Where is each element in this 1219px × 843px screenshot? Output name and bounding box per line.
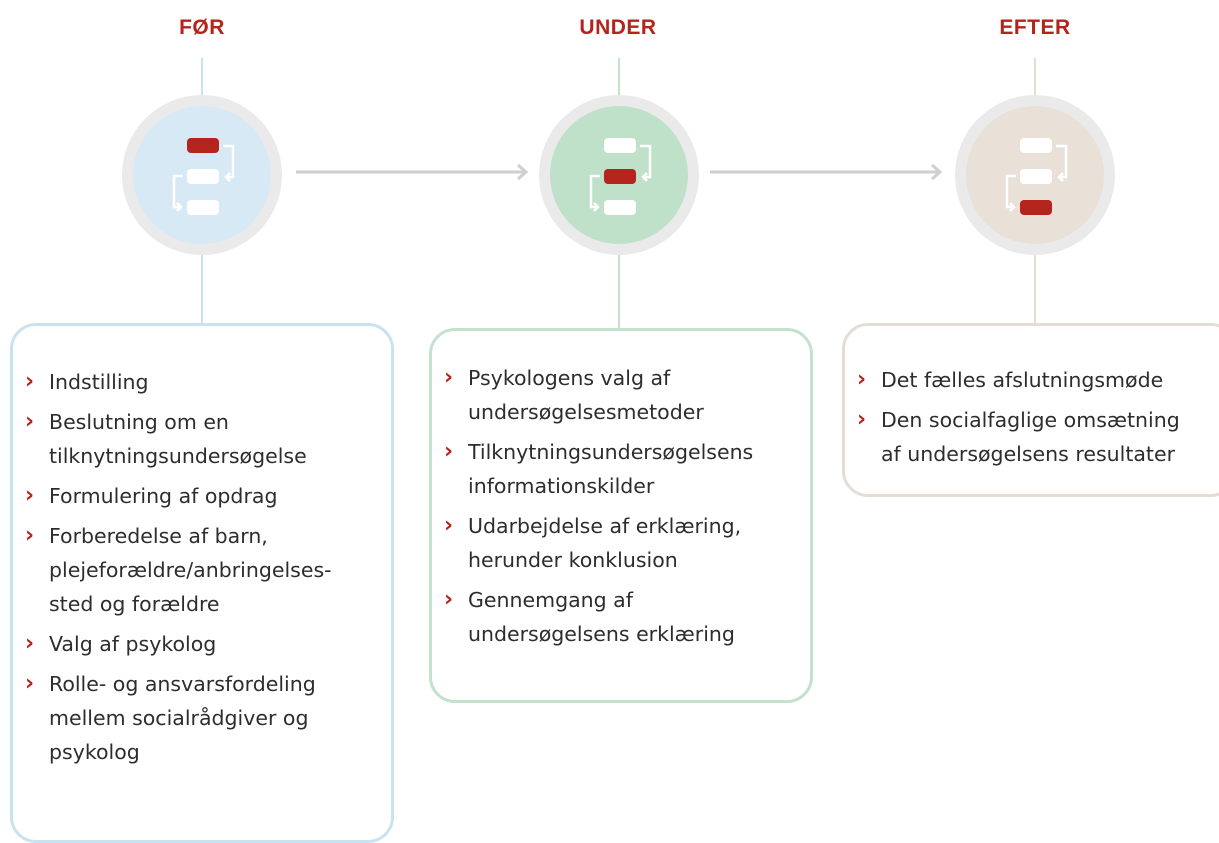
chevron-right-icon: › <box>444 365 454 390</box>
process-flow-icon <box>589 138 652 215</box>
list-item: ›Den socialfaglige omsætning af undersøg… <box>845 403 1204 471</box>
chevron-right-icon: › <box>444 513 454 538</box>
stage-icon-halo <box>122 95 282 255</box>
list-item: ›Valg af psykolog <box>13 627 371 661</box>
list-item: ›Beslutning om en tilknytningsundersøgel… <box>13 405 371 473</box>
stage-icon-circle <box>133 106 271 244</box>
connector-line-top <box>201 58 203 110</box>
connector-line-top <box>618 58 620 110</box>
stage-box-foer: ›Indstilling ›Beslutning om en tilknytni… <box>10 323 394 843</box>
stage-box-efter: ›Det fælles afslutningsmøde ›Den socialf… <box>842 323 1219 497</box>
chevron-right-icon: › <box>25 409 35 434</box>
chevron-right-icon: › <box>25 671 35 696</box>
stage-title-under: UNDER <box>579 16 657 39</box>
list-item: ›Tilknytningsundersøgelsens informations… <box>432 435 790 503</box>
connector-line-top <box>1034 58 1036 110</box>
chevron-right-icon: › <box>857 367 867 392</box>
stage-icon-circle <box>550 106 688 244</box>
stage-title-efter: EFTER <box>999 16 1071 39</box>
chevron-right-icon: › <box>25 523 35 548</box>
stage-icon-halo <box>955 95 1115 255</box>
list-item: ›Det fælles afslutningsmøde <box>845 363 1204 397</box>
chevron-right-icon: › <box>25 369 35 394</box>
chevron-right-icon: › <box>25 631 35 656</box>
list-item: ›Gennemgang af undersøgelsens erklæring <box>432 583 790 651</box>
chevron-right-icon: › <box>857 407 867 432</box>
list-item: ›Udarbejdelse af erklæring, herunder kon… <box>432 509 790 577</box>
list-item: ›Psykologens valg af undersøgelsesmetode… <box>432 361 790 429</box>
stage-title-foer: FØR <box>179 16 225 39</box>
list-item: ›Indstilling <box>13 365 371 399</box>
connector-line-bottom <box>201 250 203 325</box>
chevron-right-icon: › <box>25 483 35 508</box>
chevron-right-icon: › <box>444 587 454 612</box>
list-item: ›Formulering af opdrag <box>13 479 371 513</box>
stage-box-under: ›Psykologens valg af undersøgelsesmetode… <box>429 328 813 703</box>
process-flow-icon <box>1005 138 1068 215</box>
stage-icon-circle <box>966 106 1104 244</box>
list-item: ›Rolle- og ansvarsfordeling mellem socia… <box>13 667 371 769</box>
connector-line-bottom <box>1034 250 1036 325</box>
flow-arrow-icon <box>296 163 529 181</box>
stage-icon-halo <box>539 95 699 255</box>
chevron-right-icon: › <box>444 439 454 464</box>
list-item: ›Forberedelse af barn, plejeforældre/anb… <box>13 519 371 621</box>
connector-line-bottom <box>618 250 620 330</box>
flow-arrow-icon <box>710 163 943 181</box>
process-flow-icon <box>172 138 235 215</box>
